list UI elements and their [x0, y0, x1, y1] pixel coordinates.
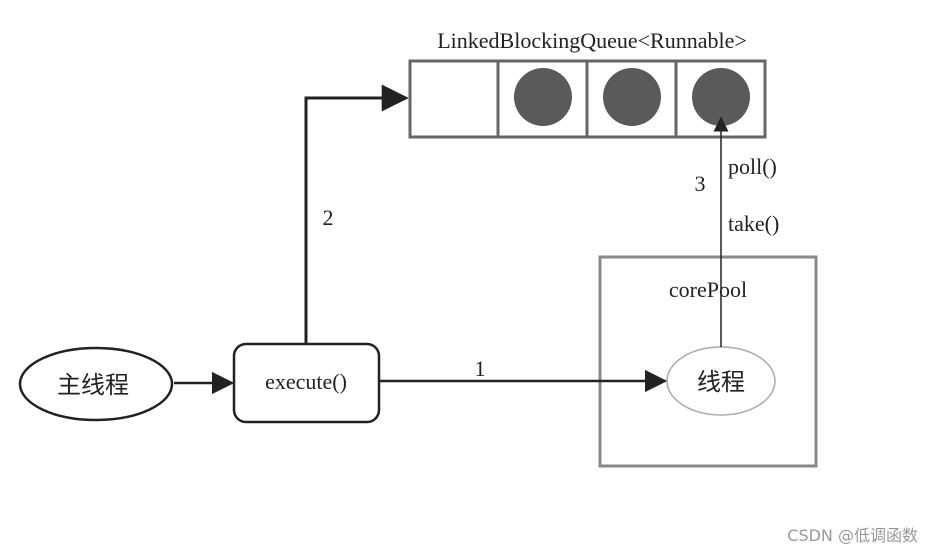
task-ball	[692, 68, 750, 126]
queue-title: LinkedBlockingQueue<Runnable>	[437, 28, 747, 53]
step2-label: 2	[323, 205, 334, 230]
poll-label: poll()	[728, 154, 777, 179]
task-ball	[603, 68, 661, 126]
watermark: CSDN @低调函数	[787, 526, 918, 545]
step2-arrow	[304, 84, 409, 343]
core-pool-box	[598, 255, 818, 468]
step3-label: 3	[695, 171, 706, 196]
core-pool-label: corePool	[669, 277, 747, 302]
queue-slot	[408, 59, 500, 139]
take-label: take()	[728, 211, 779, 236]
execute-label: execute()	[265, 369, 347, 394]
step1-label: 1	[475, 356, 486, 381]
main-thread-node	[18, 346, 174, 422]
main-thread-label: 主线程	[57, 371, 129, 399]
queue	[408, 59, 767, 139]
worker-thread-label: 线程	[697, 368, 745, 396]
task-ball	[514, 68, 572, 126]
